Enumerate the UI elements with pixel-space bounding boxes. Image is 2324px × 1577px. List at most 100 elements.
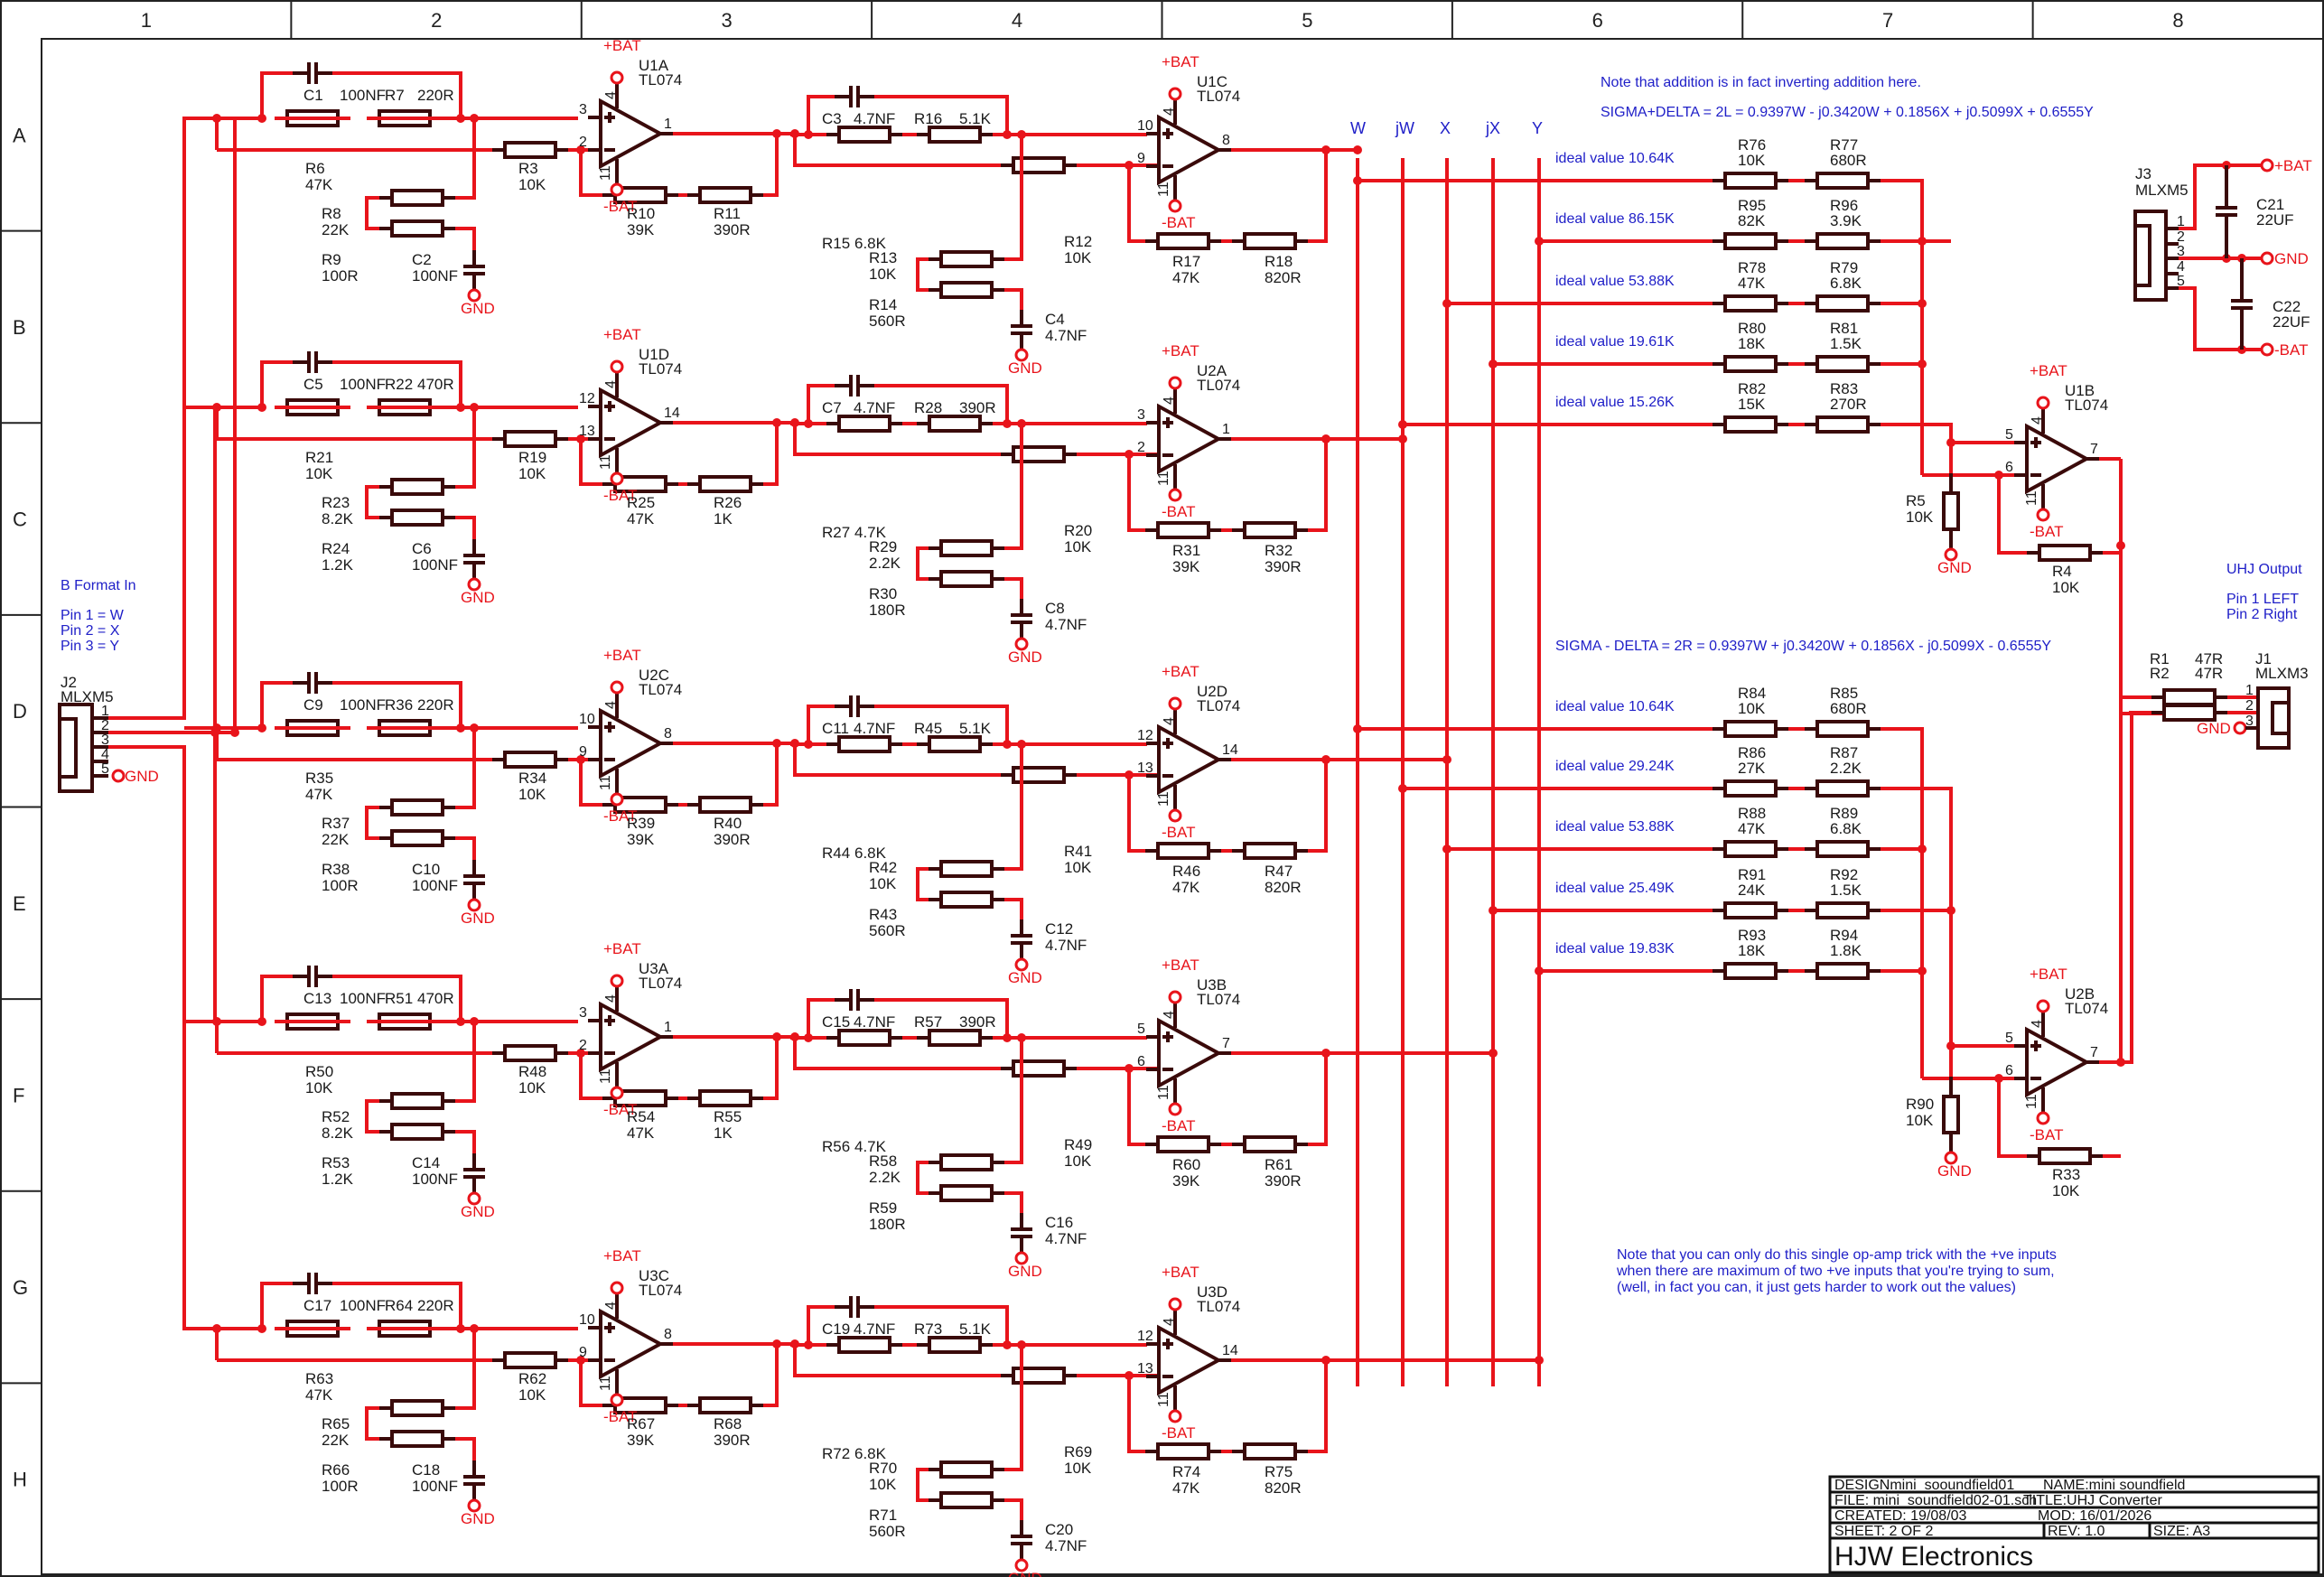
c3-ref: C15 [822,1013,850,1031]
junction-dot [1442,844,1451,854]
pin-out: 7 [2090,442,2098,457]
rs2-ref: R45 [914,720,942,737]
title-block: DESIGNmini_sooundfield01 NAME:mini sound… [1828,1475,2320,1574]
rin2-resistor [1001,1367,1077,1385]
neg-supply-label: -BAT [603,1101,637,1118]
rg2-ref: R72 [822,1445,850,1462]
rg2-value: 6.8K [854,844,887,862]
r13-value: 10K [869,266,897,283]
r8-value: 22K [322,1432,350,1449]
rb-value: 680R [1830,152,1867,169]
j3-pin-1: 1 [2177,214,2185,229]
rfb-resistor [2027,1147,2103,1165]
c3-capacitor [835,695,874,717]
c1-ref: C1 [303,87,323,104]
neg-supply-terminal [610,1086,624,1100]
rf1-value: 47K [627,1124,655,1142]
c3-ref: C19 [822,1320,850,1338]
c4-value: 4.7NF [1045,1537,1087,1554]
rf4-ref: R61 [1265,1156,1293,1173]
pos-supply-terminal [610,70,624,85]
rf2-value: 1K [714,510,733,527]
junction-dot [1003,1033,1012,1042]
r8-value: 22K [322,221,350,238]
r13-value: 2.2K [869,555,901,572]
rg2-value: 6.8K [854,235,887,252]
c2-capacitor [463,860,485,900]
opamp-symbol-icon [599,387,665,459]
j2-pin-2: 2 [101,718,109,733]
pos-supply-terminal [610,680,624,695]
equation-right: SIGMA - DELTA = 2R = 0.9397W + j0.3420W … [1555,639,2051,654]
pin-noninv: 12 [1137,728,1153,743]
uhj-output-note: UHJ Output Pin 1 LEFT Pin 2 Right [2226,562,2302,622]
tb-rev: REV: 1.0 [2048,1524,2105,1539]
junction-dot [1321,1049,1330,1058]
rs-value: 220R [417,1297,454,1314]
pin-inv: 2 [579,1038,587,1053]
gnd-terminal [467,288,481,303]
pin-out: 8 [664,1327,672,1342]
r13-ref: R42 [869,859,897,876]
rb-ref: R87 [1830,744,1858,761]
b-format-title: B Format In [61,578,136,593]
opamp-symbol-icon [1157,403,1223,475]
row-label-F: F [13,1084,24,1106]
supply-pin-4: 4 [2030,1020,2045,1028]
c2-value: 100NF [412,1171,458,1188]
c3-capacitor [835,375,874,397]
j1-pin-2: 2 [2245,698,2254,714]
rg-value: 47K [305,786,333,803]
rs2-value: 5.1K [959,110,992,127]
ra-value: 10K [1738,700,1766,717]
ra-ref: R82 [1738,380,1766,397]
c22-value: 22UF [2273,313,2310,331]
rs2-value: 390R [959,1013,996,1031]
r14-resistor [929,1491,1004,1509]
pos-supply-label: +BAT [603,1247,641,1264]
supply-pin-11: 11 [1156,471,1171,486]
pos-supply-label: +BAT [1162,663,1199,680]
opamp-ref: U3B [1197,976,1227,994]
junction-dot [1442,299,1451,308]
r8-ref: R8 [322,205,341,222]
junction-dot [1353,176,1362,185]
rin2-ref: R12 [1064,233,1092,250]
rin2-resistor [1001,445,1077,463]
uhj-title: UHJ Output [2226,562,2302,577]
rg-ref: R6 [305,160,325,177]
r1-value: 47R [2195,650,2223,667]
r13-resistor [929,1153,1004,1171]
junction-dot [1398,784,1407,793]
ra-value: 24K [1738,882,1766,899]
opamp-symbol-icon [2025,1026,2091,1098]
opamp-ref: U3A [639,960,669,977]
r9-ref: R9 [322,251,341,268]
r-shunt-a [379,1399,455,1417]
ideal-value-label: ideal value 10.64K [1555,699,1675,714]
neg-supply-terminal [2260,342,2274,357]
r13-value: 10K [869,1476,897,1493]
rf1-ref: R39 [627,815,655,832]
c2-ref: C2 [412,251,432,268]
neg-supply-terminal [610,182,624,197]
pos-supply-label: +BAT [2030,966,2067,983]
ra-ref: R91 [1738,866,1766,883]
r13-value: 2.2K [869,1169,901,1186]
c2-value: 100NF [412,556,458,574]
gnd-label: GND [1937,559,1972,576]
neg-supply-label: -BAT [603,807,637,825]
j3-pin-5: 5 [2177,274,2185,289]
r13-ref: R58 [869,1152,897,1170]
opamp-type: TL074 [639,71,682,89]
c1-capacitor [293,351,332,373]
r13-ref: R70 [869,1460,897,1477]
pin-noninv: 5 [2005,427,2013,443]
input-wiring [99,117,262,1330]
